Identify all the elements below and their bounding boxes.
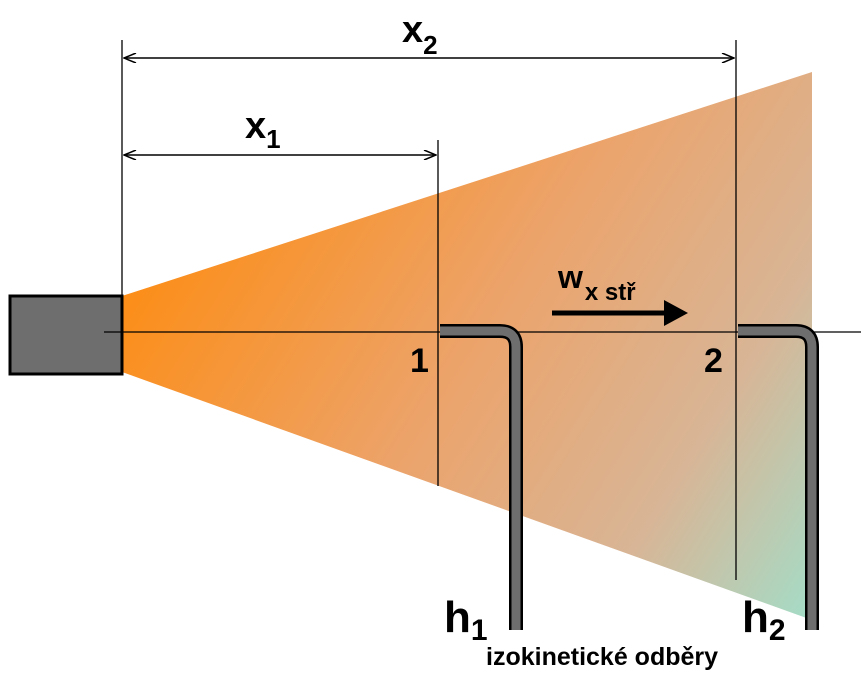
probe-1-fill — [440, 326, 521, 630]
caption-isokinetic-sampling: izokinetické odběry — [486, 643, 718, 671]
label-x2: x2 — [402, 9, 438, 60]
label-point-1: 1 — [410, 342, 429, 380]
probe-2-fill — [738, 326, 817, 630]
label-h2: h2 — [742, 593, 786, 647]
label-h1: h1 — [444, 593, 488, 647]
label-point-2: 2 — [704, 342, 723, 380]
label-velocity: wx stř — [557, 259, 636, 306]
velocity-arrow-head — [664, 300, 688, 326]
jet-cone — [122, 72, 812, 620]
nozzle — [8, 294, 124, 376]
label-x1: x1 — [245, 105, 281, 154]
